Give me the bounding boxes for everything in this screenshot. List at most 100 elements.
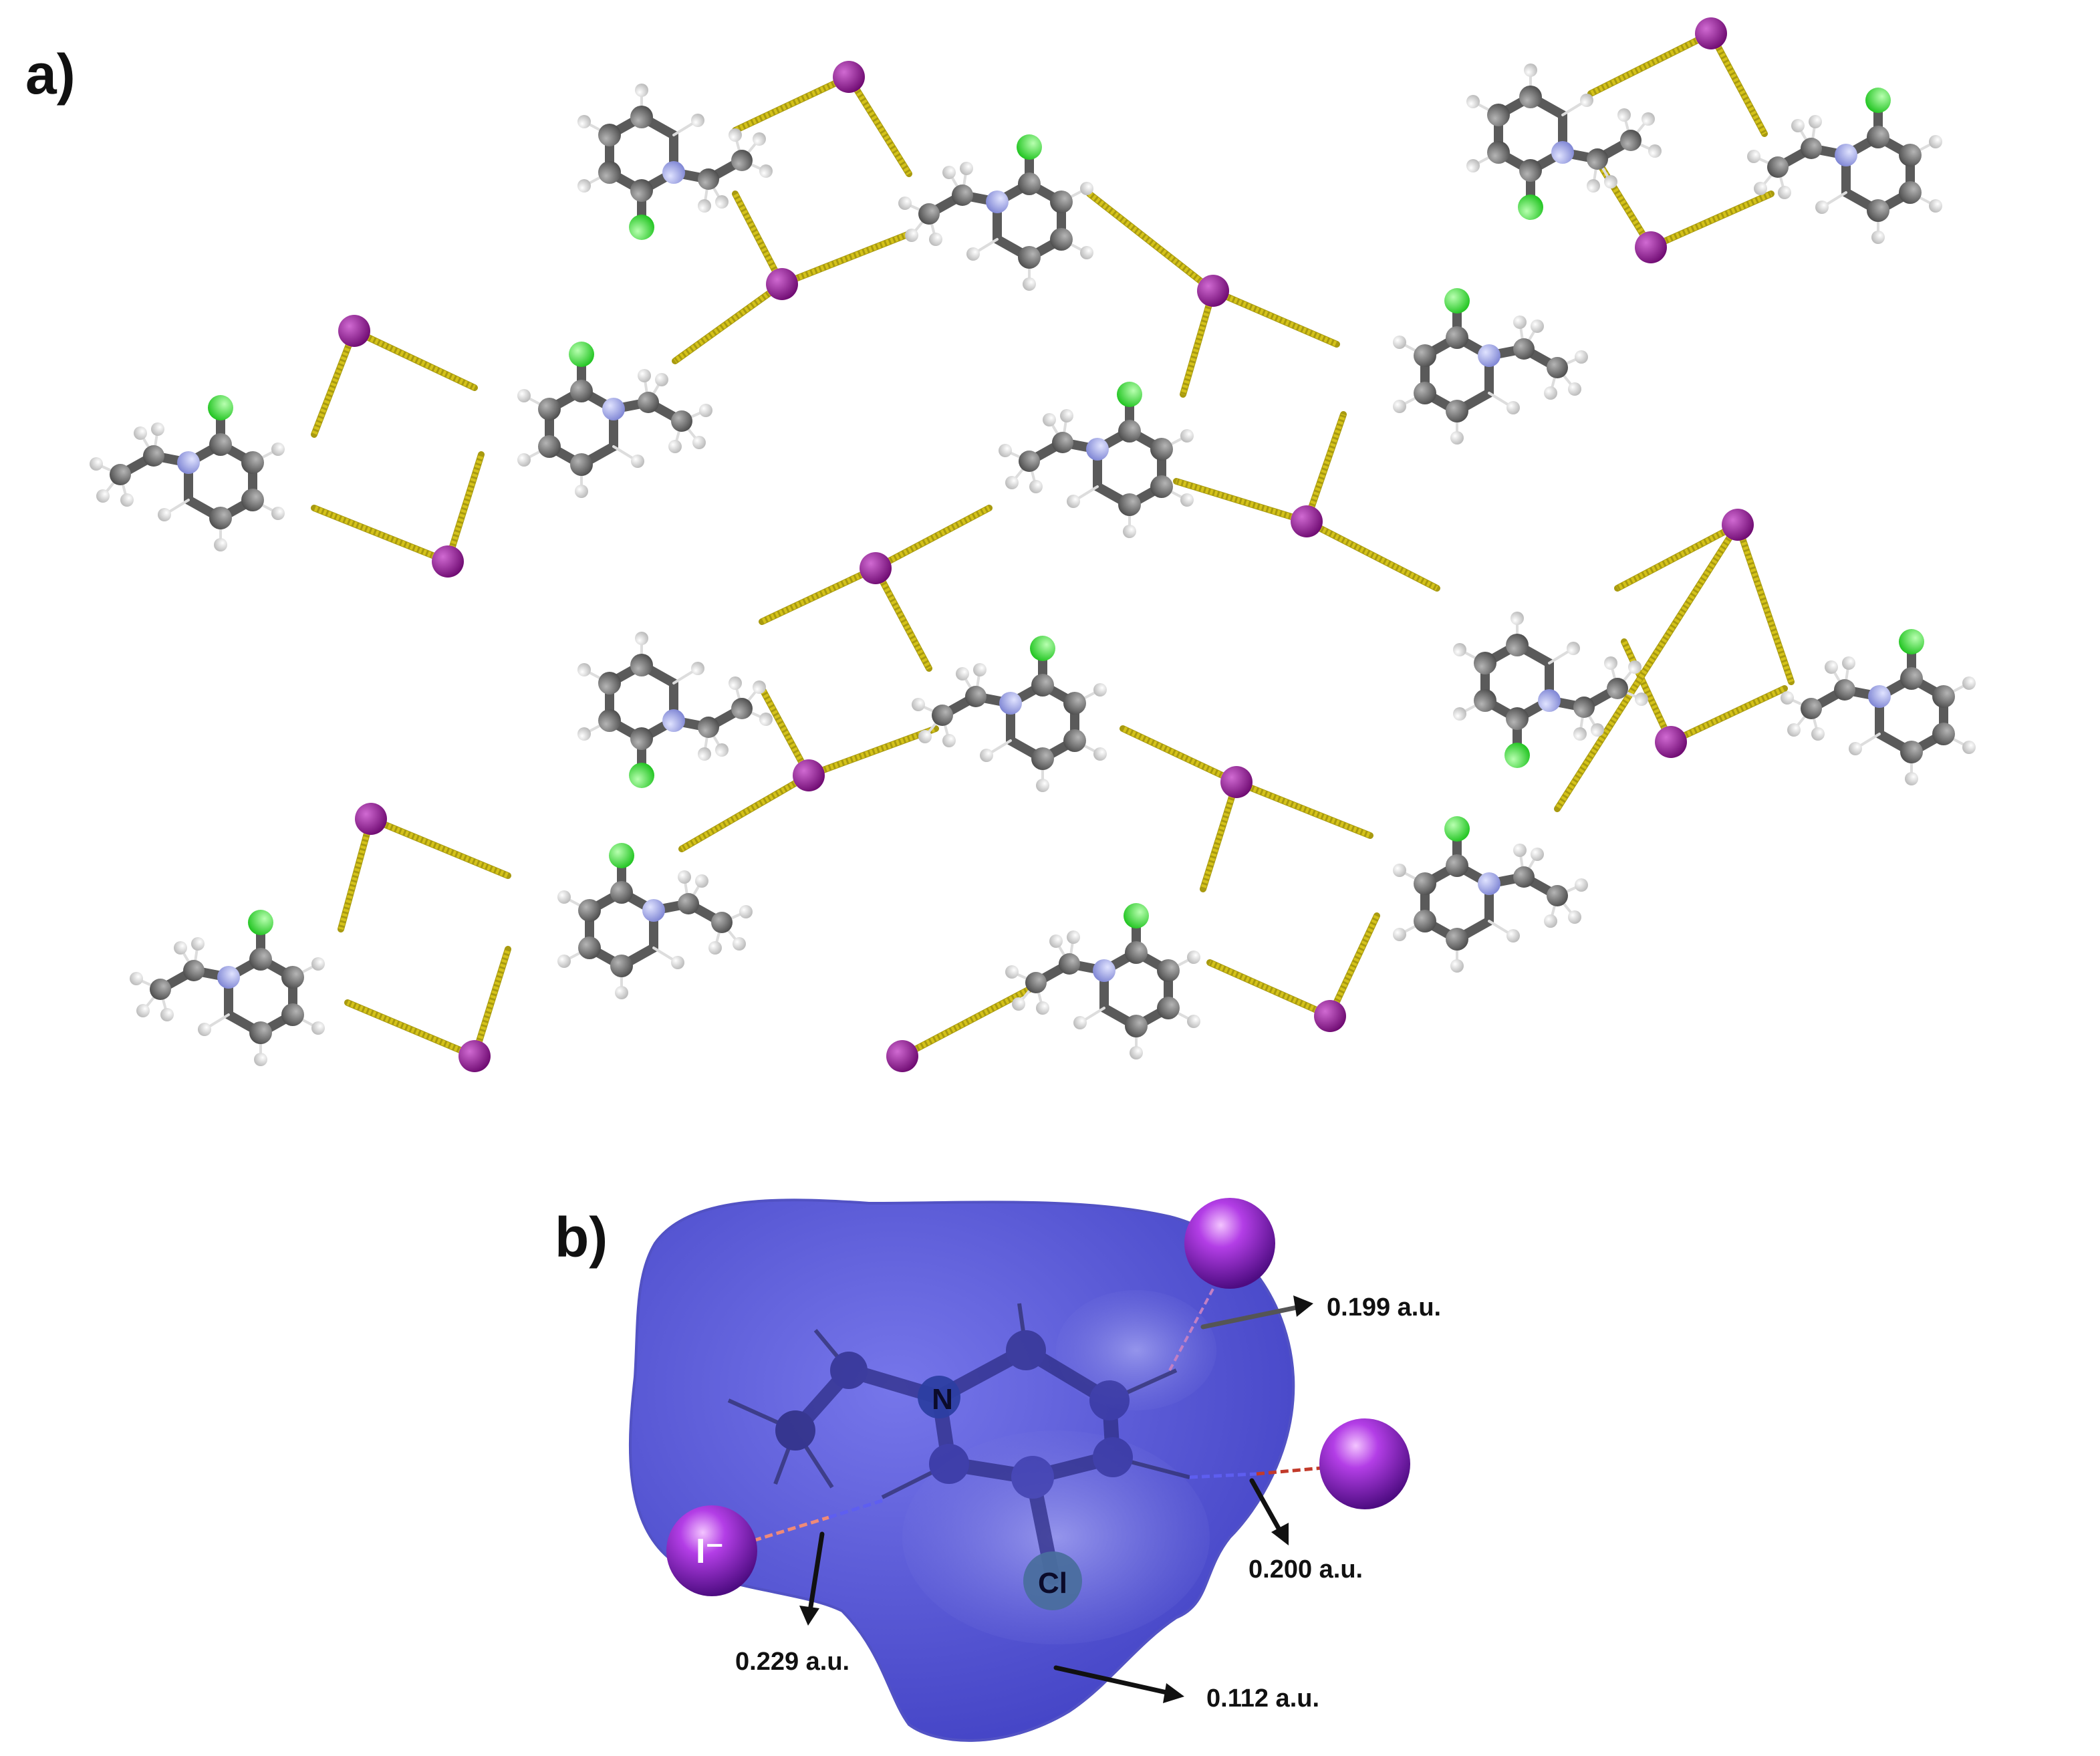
arrow-left [807,1531,825,1614]
iodide-sphere-left [666,1505,757,1596]
contact-line [1621,638,1674,745]
contact-line-dash [1180,289,1216,396]
contact-line [1303,518,1440,592]
arrow-right [1249,1478,1283,1533]
annotation-left: 0.229 a.u. [735,1648,849,1676]
contact-line [444,451,485,565]
contact-line [311,328,358,438]
annotation-top-right: 0.199 a.u. [1327,1293,1441,1322]
iodide-sphere-right [1319,1418,1410,1509]
arrow-top-right-head [1293,1295,1313,1317]
iodide-atom [1635,231,1667,263]
iodide-atom [860,552,892,584]
iodide-atom [793,759,825,791]
contact-line [1327,912,1380,1019]
surface-highlight [902,1430,1210,1644]
iodide-anions [338,17,1754,1072]
contact-line-dash [353,328,476,390]
contact-line-dash [673,281,784,364]
iodide-atom [458,1040,491,1072]
contact-line-dash [1305,519,1438,591]
iodide-atom [432,545,464,578]
cations [90,64,1976,1066]
contact-line-dash [338,818,374,930]
pyridinium-cation [898,134,1093,291]
arrow-right-head [1271,1523,1289,1545]
contact-line-right-red [1256,1465,1331,1476]
pyridinium-cation [1747,88,1942,244]
arrow-bottom [1053,1665,1172,1696]
contact-line-dash [680,773,811,852]
panel-a-crystal-packing [90,17,1976,1072]
iodide-atom [355,803,387,835]
annotation-right: 0.200 a.u. [1249,1555,1363,1584]
pyridinium-cation [557,843,753,999]
contact-line-dash [1212,288,1338,347]
iodide-atom [886,1040,918,1072]
pyridinium-cation [1393,816,1588,973]
contact-line-dash [1735,523,1794,683]
pyridinium-cation [517,342,712,498]
iodide-atom [1695,17,1727,49]
contact-line-dash [1708,32,1767,135]
iodide-atom [1291,505,1323,537]
arrow-top-right [1200,1304,1303,1330]
contact-line-dash [759,687,811,777]
nitrogen-atom [918,1376,960,1418]
label-iodide: I⁻ [696,1532,724,1571]
panel-b-hirshfeld-surface: N Cl I⁻ 0.199 a.u. 0.200 a.u. 0.229 a.u.… [628,1198,1441,1742]
contact-line-dash [761,566,877,624]
contact-line-dash [346,1000,476,1059]
contact-line-dash [734,74,850,133]
iodide-sphere-top-right [1184,1198,1275,1289]
contact-line-dash [313,505,449,564]
pyridinium-cation [1453,612,1648,768]
pyridinium-cation [1466,64,1662,220]
iodide-atom [338,315,370,347]
contact-line-dash [1122,726,1238,785]
surface-highlight [1056,1290,1216,1410]
contact-line-left-red [741,1515,829,1546]
contact-line-dash [1304,413,1346,523]
contact-line-dash [1670,686,1786,745]
pyridinium-cation [999,382,1194,538]
iodide-atom [833,61,865,93]
pyridinium-cation [130,910,325,1066]
contact-line-dash [1235,779,1371,838]
pyridinium-cation [912,636,1107,792]
contact-line-dash [873,567,932,670]
iodide-atom [1722,509,1754,541]
annotation-bottom: 0.112 a.u. [1206,1684,1319,1713]
hydrogen-bond-contacts [311,30,1795,1059]
contact-line-right-blue [1189,1472,1257,1479]
iodide-atom [1655,726,1687,758]
contact-line-left-blue [828,1499,883,1519]
contact-line [1200,779,1240,892]
pyridinium-cation [1781,629,1976,785]
panel-a-label: a) [25,43,76,106]
contact-line-dash [807,726,937,778]
contact-line-dash [781,231,910,287]
label-chlorine: Cl [1038,1567,1067,1600]
contact-line [368,816,511,879]
panel-b-label: b) [555,1206,608,1269]
annotation-arrows [799,1295,1313,1703]
pyridinium-cation [1393,288,1588,445]
contact-line-dash [1589,31,1712,96]
pyridinium-cation [577,632,773,788]
contact-line [1554,521,1741,812]
contact-line-dash [1175,479,1308,524]
contact-line-dash [901,987,1031,1059]
contact-line-dash [1208,960,1331,1019]
arrow-left-head [799,1606,819,1626]
arrow-bottom-head [1163,1683,1184,1703]
iodide-atom [1220,766,1253,798]
contact-line-dash [1650,191,1773,250]
contact-line-dash [733,193,785,285]
contact-line-top-right [1168,1269,1224,1371]
contact-line [678,772,812,852]
contact-line [1086,191,1216,294]
contact-line-dash [370,816,509,878]
contact-line-dash [1616,522,1739,591]
